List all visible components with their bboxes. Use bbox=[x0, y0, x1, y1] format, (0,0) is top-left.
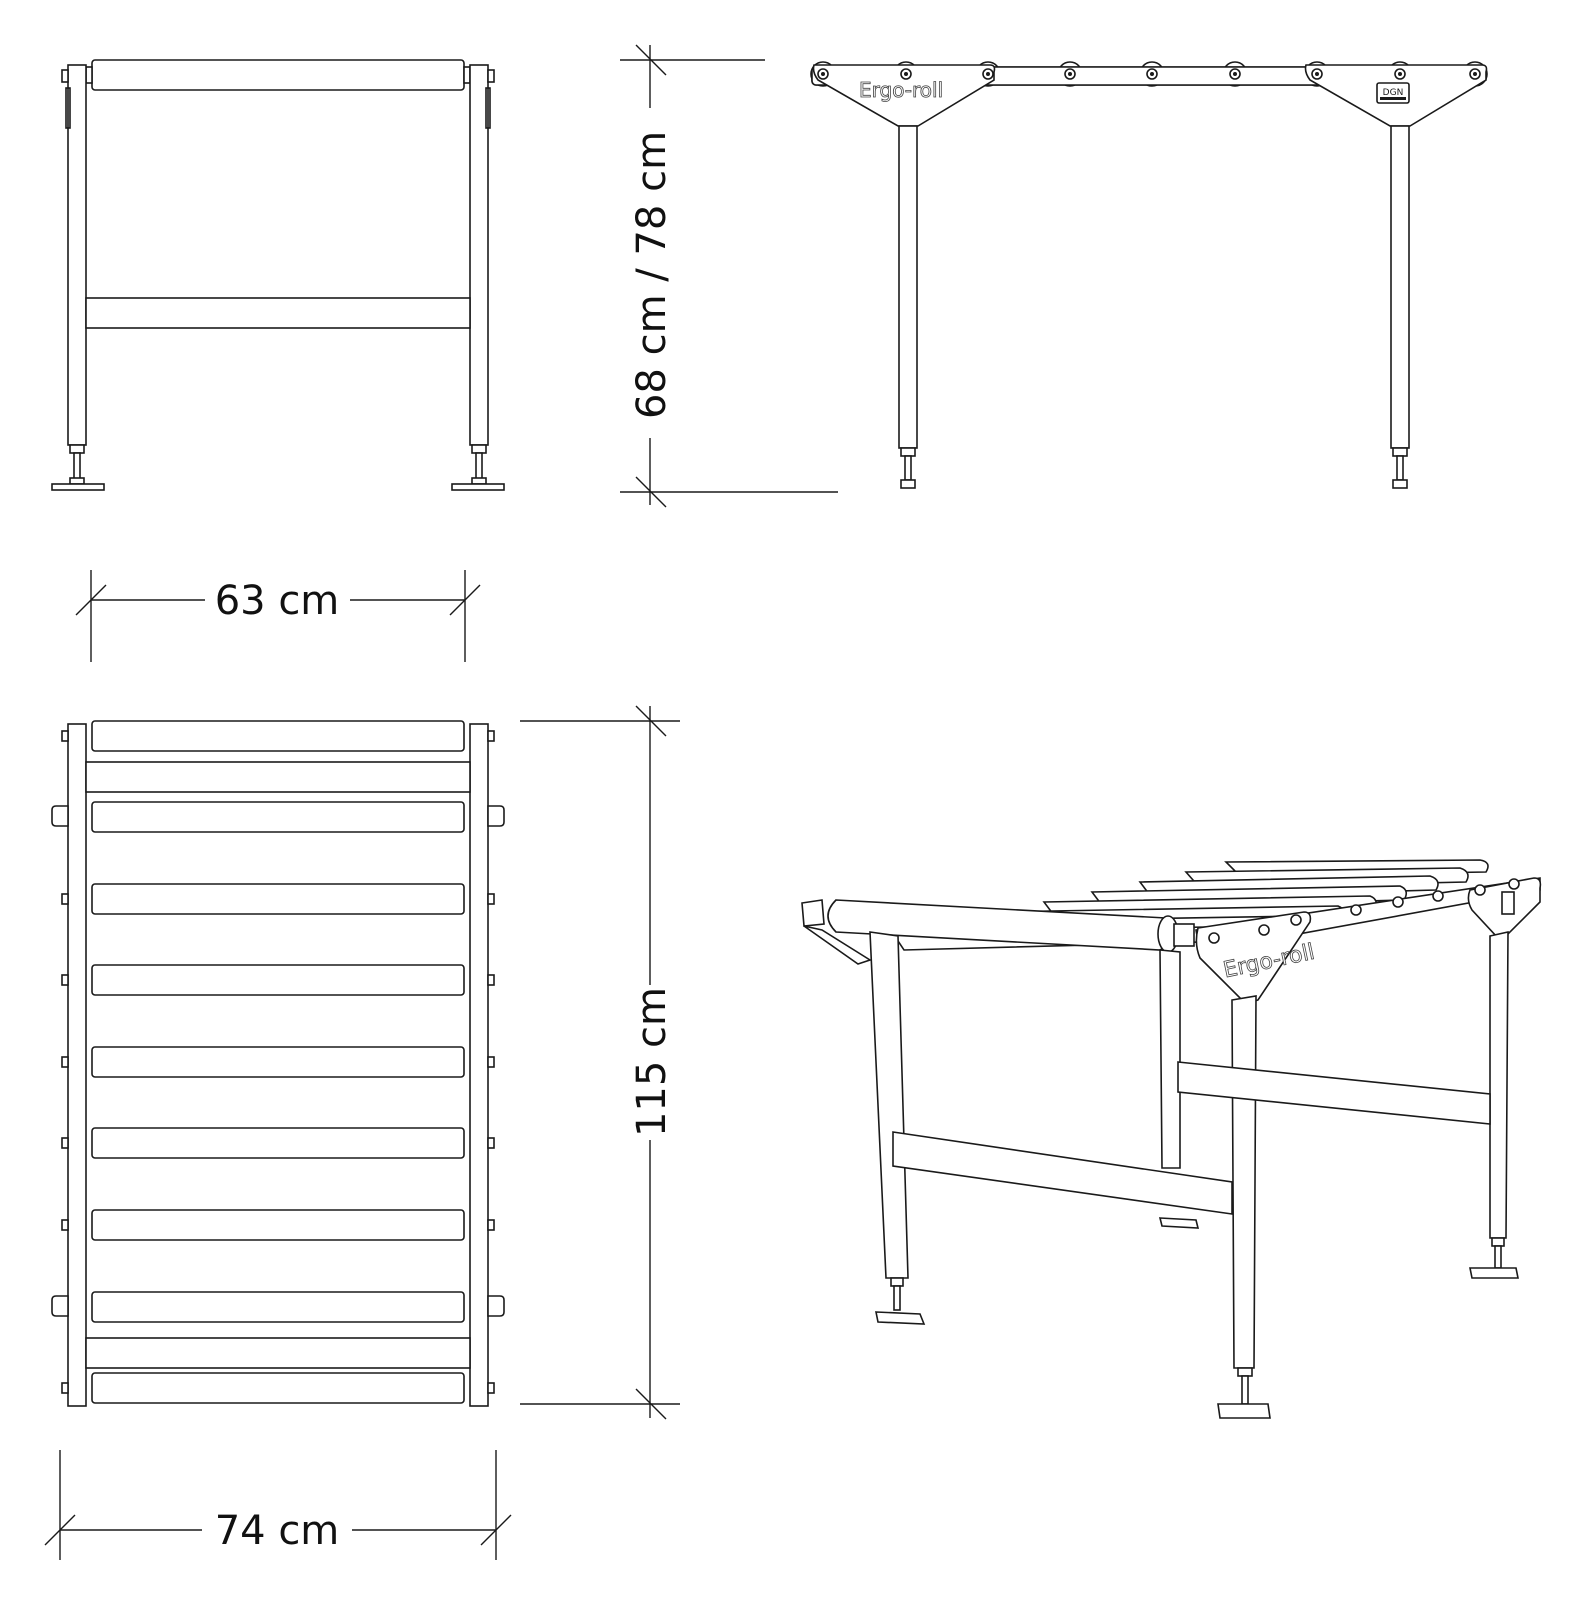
dimension-label-inner-width: 63 cm bbox=[215, 578, 340, 624]
front-view bbox=[51, 59, 505, 491]
dimension-label-length: 115 cm bbox=[629, 987, 675, 1137]
dimension-outer-width: 74 cm bbox=[44, 1450, 512, 1560]
height-dimension: 68 cm / 78 cm bbox=[620, 44, 838, 508]
dimension-label-outer-width: 74 cm bbox=[215, 1508, 340, 1554]
top-view bbox=[51, 720, 505, 1407]
dgn-logo-icon: DGN bbox=[1376, 82, 1410, 104]
dimension-length: 115 cm bbox=[520, 705, 680, 1420]
dimension-label-height: 68 cm / 78 cm bbox=[629, 131, 675, 419]
brand-label-side: Ergo-roll bbox=[859, 78, 943, 102]
svg-text:DGN: DGN bbox=[1383, 88, 1404, 98]
side-view: Ergo-roll DGN bbox=[810, 61, 1488, 489]
dimension-inner-width: 63 cm bbox=[75, 570, 481, 662]
isometric-view: Ergo-roll bbox=[801, 859, 1542, 1419]
